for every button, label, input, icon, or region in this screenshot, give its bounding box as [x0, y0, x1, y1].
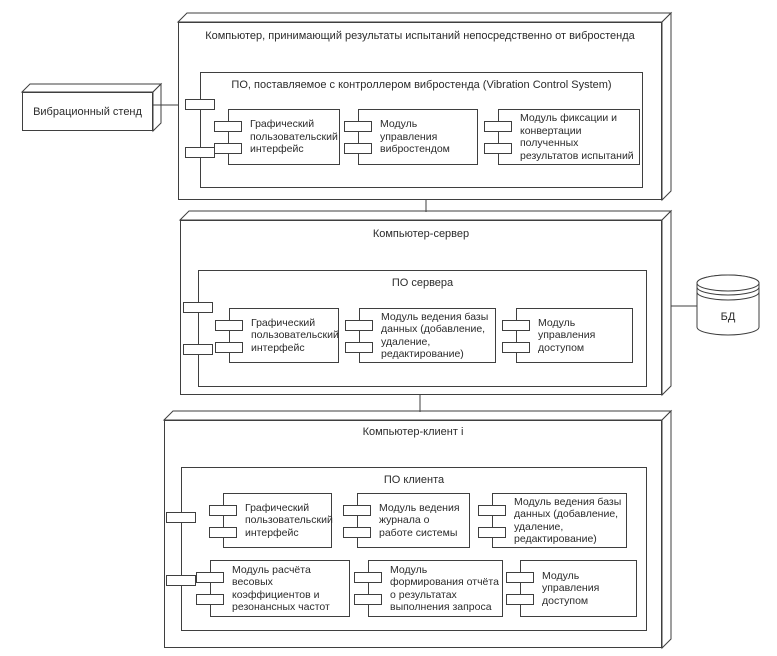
component-port-icon: [484, 121, 512, 132]
component-port-icon: [196, 594, 224, 605]
component-port-icon: [484, 143, 512, 154]
port-icon: [166, 512, 196, 523]
database-label: БД: [720, 311, 736, 323]
component-gui-client: Графический пользовательский интерфейс: [209, 493, 333, 548]
component-access-control-server: Модуль управления доступом: [502, 308, 633, 363]
node-computer-client-title: Компьютер-клиент i: [362, 426, 464, 438]
component-port-icon: [215, 320, 243, 331]
component-port-icon: [502, 342, 530, 353]
component-report-generation: Модуль формирования отчёта о результатах…: [354, 560, 503, 617]
component-label: Модуль расчёта весовых коэффициентов и р…: [232, 563, 330, 614]
component-port-icon: [344, 143, 372, 154]
component-port-icon: [209, 527, 237, 538]
component-port-icon: [345, 320, 373, 331]
component-db-maintenance-server: Модуль ведения базы данных (добавление, …: [345, 308, 496, 363]
node1-3d-side: [661, 11, 672, 202]
component-port-icon: [502, 320, 530, 331]
component-access-control-client: Модуль управления доступом: [506, 560, 637, 617]
component-db-maintenance-client: Модуль ведения базы данных (добавление, …: [478, 493, 627, 548]
port-icon: [183, 302, 213, 313]
database-cylinder: [696, 274, 760, 336]
node-computer-vibro-title: Компьютер, принимающий результаты испыта…: [205, 30, 635, 42]
software-box-client-title: ПО клиента: [383, 474, 445, 486]
component-label: Модуль ведения базы данных (добавление, …: [381, 310, 489, 361]
component-stand-control: Модуль управления вибростендом: [344, 109, 478, 165]
component-label: Графический пользовательский интерфейс: [250, 118, 338, 156]
component-label: Модуль управления вибростендом: [380, 118, 450, 156]
component-port-icon: [215, 342, 243, 353]
component-port-icon: [343, 527, 371, 538]
component-port-icon: [343, 505, 371, 516]
port-icon: [166, 575, 196, 586]
node3-3d-top: [162, 410, 673, 421]
component-gui-vcs: Графический пользовательский интерфейс: [214, 109, 340, 165]
node1-3d-top: [176, 12, 673, 23]
port-icon: [185, 147, 215, 158]
component-system-log: Модуль ведения журнала о работе системы: [343, 493, 470, 548]
software-box-server-title: ПО сервера: [391, 277, 454, 289]
component-capture-convert: Модуль фиксации и конвертации полученных…: [484, 109, 640, 165]
node-vibration-stand: Вибрационный стенд: [22, 92, 153, 131]
component-port-icon: [214, 143, 242, 154]
component-port-icon: [214, 121, 242, 132]
component-label: Модуль ведения базы данных (добавление, …: [514, 495, 622, 546]
component-port-icon: [478, 527, 506, 538]
node2-3d-side: [661, 209, 672, 397]
component-port-icon: [478, 505, 506, 516]
component-port-icon: [345, 342, 373, 353]
node2-3d-top: [178, 210, 673, 221]
stand-3d-top: [20, 83, 163, 93]
component-label: Графический пользовательский интерфейс: [251, 316, 339, 354]
component-port-icon: [506, 572, 534, 583]
node-computer-server-title: Компьютер-сервер: [372, 228, 470, 240]
node3-3d-side: [661, 409, 672, 650]
component-label: Графический пользовательский интерфейс: [245, 501, 333, 539]
vibration-stand-label: Вибрационный стенд: [33, 105, 142, 118]
component-label: Модуль управления доступом: [538, 316, 596, 354]
component-label: Модуль ведения журнала о работе системы: [379, 501, 460, 539]
software-box-vcs-title: ПО, поставляемое с контроллером вибросте…: [231, 79, 612, 91]
component-port-icon: [209, 505, 237, 516]
component-port-icon: [196, 572, 224, 583]
component-label: Модуль управления доступом: [542, 569, 600, 607]
component-label: Модуль фиксации и конвертации полученных…: [520, 112, 634, 162]
component-port-icon: [354, 594, 382, 605]
port-icon: [185, 99, 215, 110]
component-weight-coefficients: Модуль расчёта весовых коэффициентов и р…: [196, 560, 350, 617]
component-label: Модуль формирования отчёта о результатах…: [390, 563, 499, 614]
component-port-icon: [506, 594, 534, 605]
component-port-icon: [344, 121, 372, 132]
component-port-icon: [354, 572, 382, 583]
port-icon: [183, 344, 213, 355]
stand-3d-side: [152, 82, 162, 133]
component-gui-server: Графический пользовательский интерфейс: [215, 308, 339, 363]
